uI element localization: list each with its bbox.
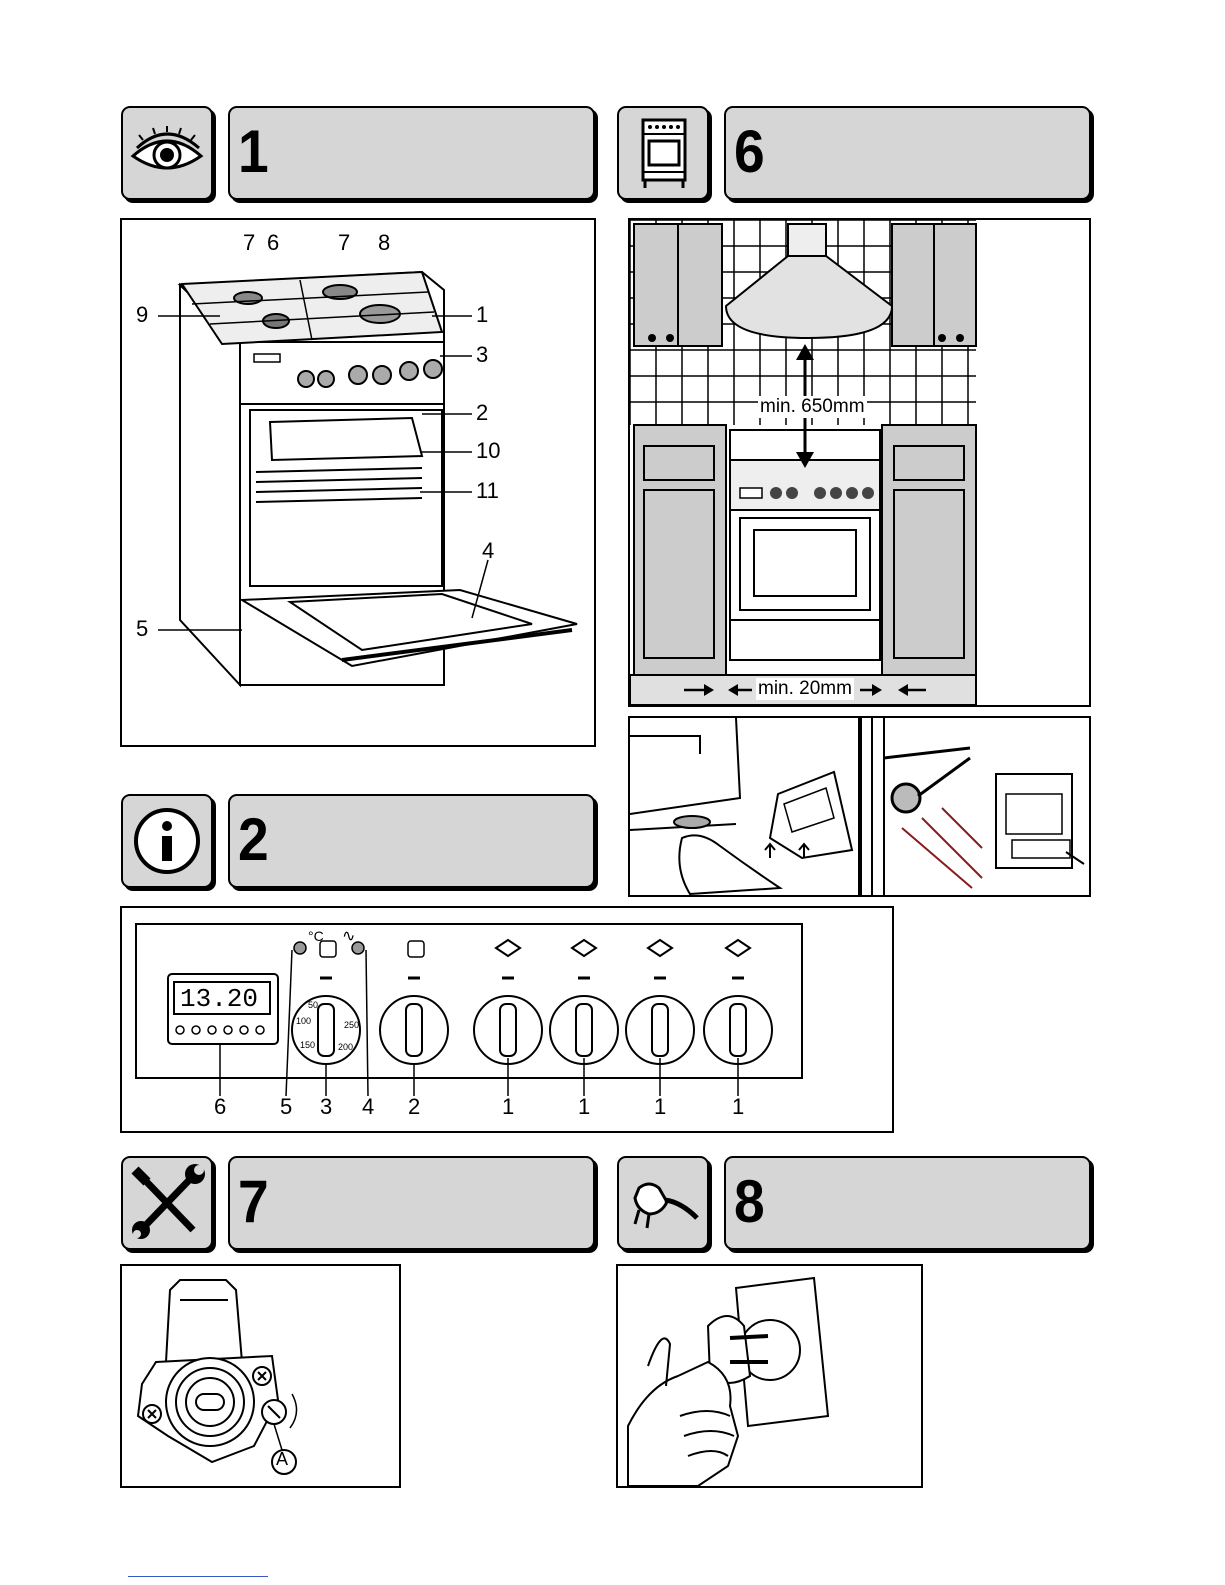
cooker-icon bbox=[619, 108, 707, 198]
thermostat-mark-150: 150 bbox=[300, 1040, 315, 1050]
callout-7a: 7 bbox=[243, 230, 255, 256]
figure-2-control-panel: 13.20 °C ∿ 6 5 3 4 2 1 1 1 1 50 100 150 … bbox=[120, 906, 894, 1133]
figure-7-gas-tap-adjustment: A bbox=[120, 1264, 401, 1488]
label-burner-knob-2: 1 bbox=[578, 1094, 590, 1120]
section-8-number: 8 bbox=[734, 1172, 763, 1232]
thermostat-mark-50: 50 bbox=[308, 1000, 318, 1010]
section-6-number: 6 bbox=[734, 122, 763, 182]
section-2-icon-tile bbox=[121, 794, 213, 888]
label-burner-knob-3: 1 bbox=[654, 1094, 666, 1120]
callout-2: 2 bbox=[476, 400, 488, 426]
callout-3: 3 bbox=[476, 342, 488, 368]
cooker-drawing bbox=[122, 220, 594, 745]
section-1-number: 1 bbox=[238, 122, 267, 182]
callout-6: 6 bbox=[267, 230, 279, 256]
min-height-label: min. 650mm bbox=[758, 396, 867, 418]
label-temp-lamp: 5 bbox=[280, 1094, 292, 1120]
section-2-number: 2 bbox=[238, 810, 267, 870]
gas-tap-drawing bbox=[122, 1266, 399, 1486]
figure-6-installation-clearance: min. 650mm min. 20mm bbox=[628, 218, 1091, 707]
thermostat-mark-250: 250 bbox=[344, 1020, 359, 1030]
figure-8-plug-socket bbox=[616, 1264, 923, 1488]
callout-4: 4 bbox=[482, 538, 494, 564]
callout-5: 5 bbox=[136, 616, 148, 642]
label-power-lamp: 4 bbox=[362, 1094, 374, 1120]
callout-8: 8 bbox=[378, 230, 390, 256]
section-7-icon-tile bbox=[121, 1156, 213, 1250]
callout-7b: 7 bbox=[338, 230, 350, 256]
label-burner-knob-4: 1 bbox=[732, 1094, 744, 1120]
tools-icon bbox=[123, 1158, 211, 1248]
thermostat-mark-100: 100 bbox=[296, 1016, 311, 1026]
callout-10: 10 bbox=[476, 438, 500, 464]
plug-icon bbox=[619, 1158, 707, 1248]
screw-a-label: A bbox=[276, 1449, 288, 1470]
section-2-title-tile: 2 bbox=[228, 794, 595, 888]
callout-11: 11 bbox=[476, 478, 499, 504]
label-thermostat: 3 bbox=[320, 1094, 332, 1120]
indicator-temp-symbol: °C bbox=[308, 928, 324, 944]
info-icon bbox=[123, 796, 211, 886]
plug-socket-drawing bbox=[618, 1266, 921, 1486]
label-function-selector: 2 bbox=[408, 1094, 420, 1120]
footer-link-underline bbox=[128, 1576, 268, 1577]
figure-6-anti-tilt bbox=[860, 716, 1091, 897]
section-7-title-tile: 7 bbox=[228, 1156, 595, 1250]
anti-tilt-drawing bbox=[862, 718, 1089, 895]
callout-1: 1 bbox=[476, 302, 488, 328]
leveling-foot-drawing bbox=[630, 718, 858, 895]
clock-display: 13.20 bbox=[180, 984, 258, 1014]
kitchen-installation-drawing bbox=[630, 220, 1089, 705]
label-burner-knob-1: 1 bbox=[502, 1094, 514, 1120]
indicator-power-symbol: ∿ bbox=[342, 926, 355, 946]
eye-icon bbox=[123, 108, 211, 198]
label-clock: 6 bbox=[214, 1094, 226, 1120]
figure-6-leveling-foot bbox=[628, 716, 860, 897]
callout-9: 9 bbox=[136, 302, 148, 328]
section-7-number: 7 bbox=[238, 1172, 267, 1232]
section-8-title-tile: 8 bbox=[724, 1156, 1091, 1250]
figure-1-cooker-overview: 7 6 7 8 9 1 3 2 10 11 4 5 bbox=[120, 218, 596, 747]
section-1-icon-tile bbox=[121, 106, 213, 200]
section-1-title-tile: 1 bbox=[228, 106, 595, 200]
thermostat-mark-200: 200 bbox=[338, 1042, 353, 1052]
section-8-icon-tile bbox=[617, 1156, 709, 1250]
section-6-title-tile: 6 bbox=[724, 106, 1091, 200]
min-gap-label: min. 20mm bbox=[756, 678, 854, 700]
section-6-icon-tile bbox=[617, 106, 709, 200]
